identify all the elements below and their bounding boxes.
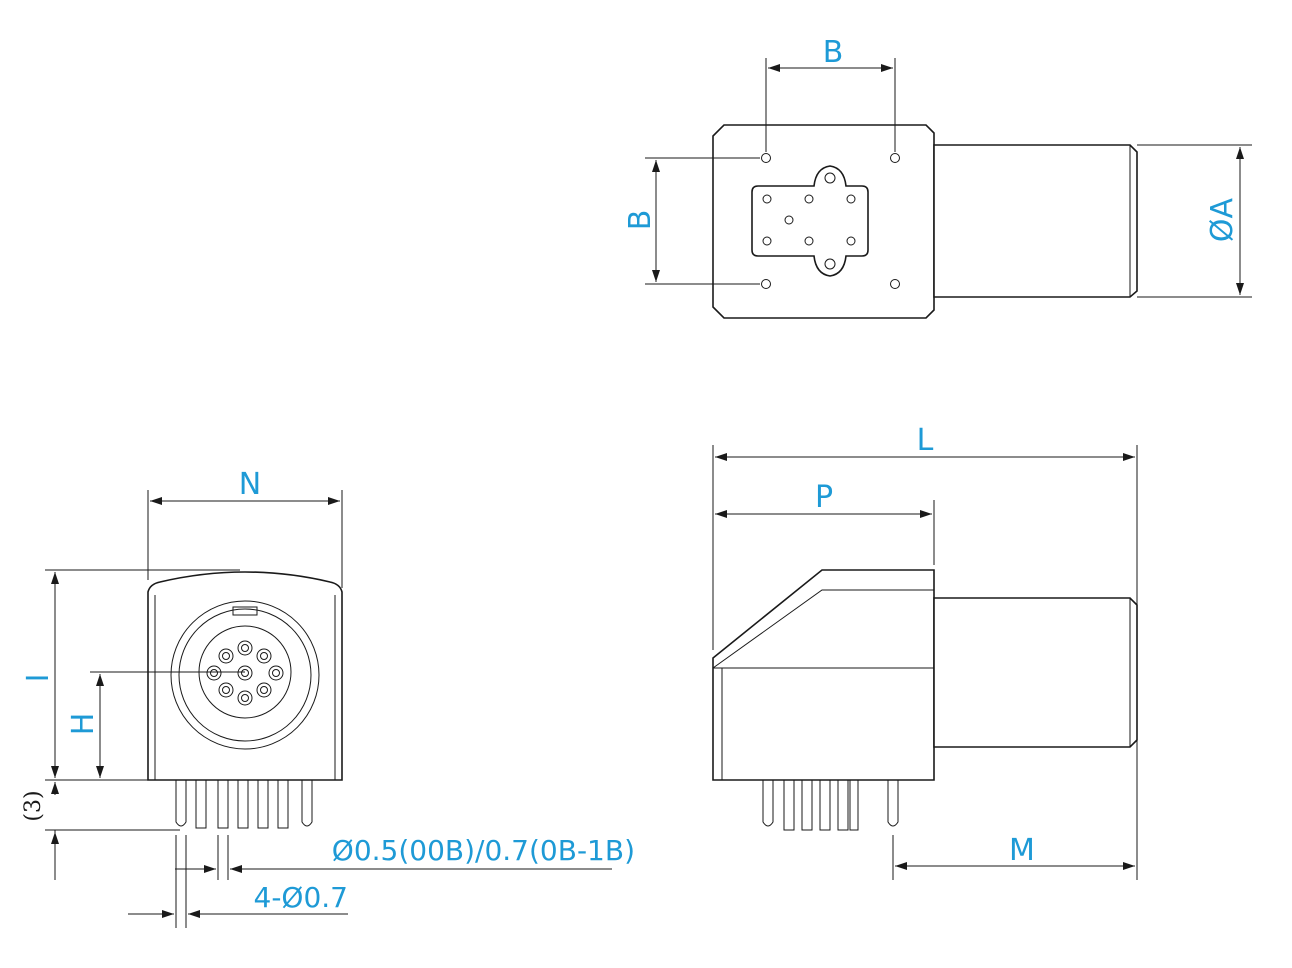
label-m: M [1009,833,1035,868]
top-pin [824,258,836,270]
top-pin [804,236,814,246]
top-pin [804,194,814,204]
label-n: N [239,467,261,502]
label-p: P [815,480,833,515]
side-view: L P M [712,423,1138,880]
side-pins [762,780,899,831]
top-pin [846,194,856,204]
top-view: B B ØA [623,35,1252,319]
top-pin [762,194,772,204]
front-outer-ring [170,600,320,750]
label-h: H [66,713,101,736]
label-l: L [917,423,934,458]
front-pins [175,780,313,829]
label-pin-offset: (3) [21,790,46,821]
label-b-vertical: B [623,210,658,231]
front-pin-group [206,640,284,706]
top-pin [762,236,772,246]
mount-hole-bottom-left [761,279,771,289]
label-b-horizontal: B [823,35,844,70]
label-pin-diameter: Ø0.5(00B)/0.7(0B-1B) [332,834,635,867]
front-view: N I H (3) Ø0.5(00B)/0.7(0B-1B) 4-Ø0.7 [21,467,635,928]
top-pin [846,236,856,246]
side-view-barrel [933,597,1138,748]
front-inner-ring [178,608,312,742]
top-pin [824,172,836,184]
label-diameter-a: ØA [1205,197,1240,242]
front-key-notch [232,606,258,616]
mount-hole-top-left [761,153,771,163]
top-pin [784,215,794,225]
mount-hole-top-right [890,153,900,163]
top-view-pin-block [751,165,869,277]
side-view-housing [712,569,935,781]
label-mount-pin-diameter: 4-Ø0.7 [254,881,349,914]
mount-hole-bottom-right [890,279,900,289]
label-i: I [21,674,56,683]
top-view-barrel [933,144,1138,298]
